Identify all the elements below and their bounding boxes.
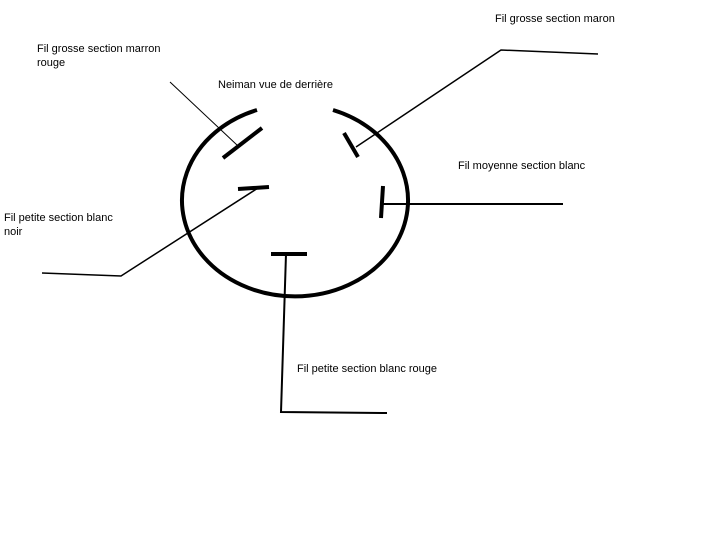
pin-top-left: [221, 126, 264, 160]
pin-right: [379, 185, 385, 219]
label-top-left-line2: rouge: [37, 57, 66, 69]
label-right-wire: Fil moyenne section blanc: [458, 160, 586, 172]
pin-top-right: [342, 131, 360, 159]
label-left-line1: Fil petite section blanc: [4, 212, 113, 224]
label-top-left-wire: Fil grosse section marron rouge: [37, 42, 161, 70]
label-top-right-wire: Fil grosse section maron: [495, 13, 615, 25]
label-top-left-line1: Fil grosse section marron: [37, 43, 161, 55]
wire-top-left: [169, 81, 238, 146]
wire-bottom: [279, 253, 388, 414]
wire-left: [41, 187, 259, 277]
neiman-connector-outline: [180, 108, 410, 299]
label-bottom-wire: Fil petite section blanc rouge: [297, 363, 438, 375]
label-left-wire: Fil petite section blanc noir: [4, 211, 113, 239]
pin-left: [237, 185, 270, 191]
label-left-line2: noir: [4, 226, 23, 238]
diagram-title: Neiman vue de derrière: [218, 79, 333, 91]
wire-top-right: [355, 49, 599, 148]
